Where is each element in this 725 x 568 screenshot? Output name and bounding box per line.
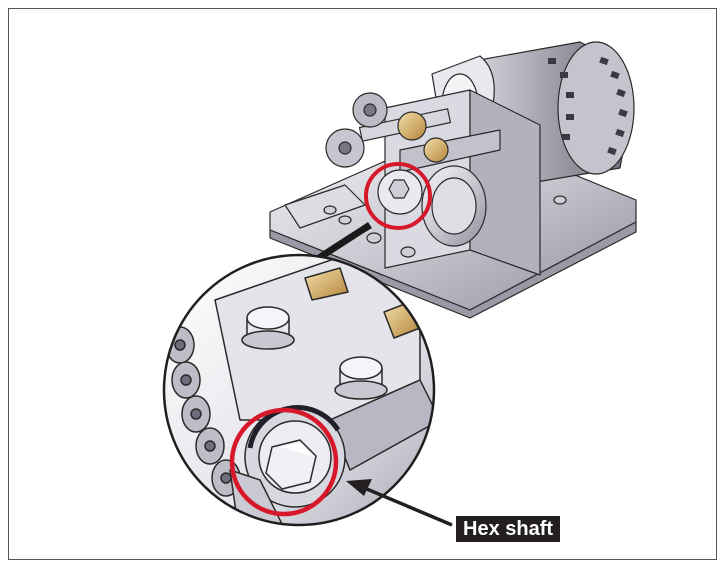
arrow-icon <box>346 479 453 527</box>
brass-gear-top <box>397 111 427 141</box>
hex-shaft-small <box>388 179 410 199</box>
base-plate-edge <box>269 221 637 319</box>
hex-bolt-right <box>334 356 388 400</box>
magnified-view <box>162 253 436 527</box>
drive-assembly <box>269 41 637 319</box>
motor-end-cap <box>557 41 635 175</box>
inset-highlight-ring <box>229 407 339 517</box>
brass-teeth-left <box>304 267 349 301</box>
upper-highlight-ring <box>364 162 432 230</box>
motor-vents <box>548 56 628 156</box>
hex-shaft-label: Hex shaft <box>456 516 561 542</box>
base-bolts <box>323 195 567 258</box>
brass-gear-mid <box>423 137 449 163</box>
mounting-tab <box>284 184 366 229</box>
magnified-view-border <box>162 253 436 527</box>
hex-bolt-top <box>241 306 295 350</box>
